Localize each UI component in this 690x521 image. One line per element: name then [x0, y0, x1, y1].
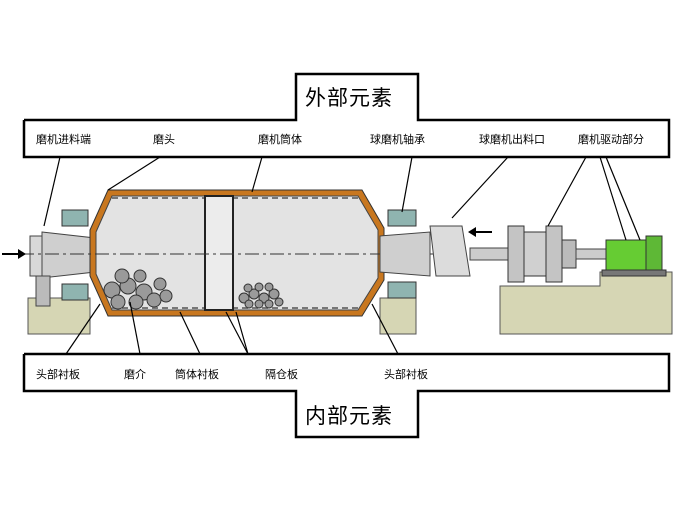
label-mill-shell: 磨机筒体	[258, 133, 302, 146]
label-grinding-media: 磨介	[124, 368, 146, 381]
inner-leader-lines	[65, 301, 399, 355]
foundation-drive	[499, 271, 673, 335]
outer-leader-lines	[43, 156, 641, 241]
label-drive: 磨机驱动部分	[578, 133, 644, 146]
label-bearing: 球磨机轴承	[370, 133, 425, 146]
motor-body	[605, 239, 647, 271]
bearing-left-top	[61, 209, 89, 227]
label-partition-board: 隔仓板	[265, 368, 298, 381]
mill-shell	[95, 195, 379, 311]
drive-shaft	[575, 248, 607, 260]
feed-arrow	[2, 249, 26, 259]
discharge-arrow	[468, 227, 492, 237]
gear-hub	[561, 239, 577, 269]
grinding-media-chamber-2	[238, 282, 284, 309]
gear-flange-3	[545, 225, 563, 283]
gear-flange-2	[523, 231, 547, 277]
label-shell-liner: 筒体衬板	[175, 368, 219, 381]
inner-frame	[22, 352, 671, 439]
label-discharge: 球磨机出料口	[479, 133, 545, 146]
pedestal-left	[35, 275, 51, 307]
partition-board	[204, 195, 234, 311]
bearing-right-top	[387, 209, 417, 227]
inner-elements-title: 内部元素	[305, 404, 393, 428]
motor-foot	[601, 269, 667, 277]
label-head-liner-left: 头部衬板	[36, 368, 80, 381]
outer-elements-title: 外部元素	[305, 86, 393, 110]
motor-end	[645, 235, 663, 275]
label-feed-end: 磨机进料端	[36, 133, 91, 146]
bearing-right-bottom	[387, 281, 417, 299]
label-head-liner-right: 头部衬板	[384, 368, 428, 381]
feed-trunnion-left	[41, 231, 96, 279]
bearing-left-bottom	[61, 283, 89, 301]
label-mill-head: 磨头	[153, 133, 175, 146]
gear-flange-1	[507, 225, 525, 283]
outer-frame	[22, 72, 671, 159]
discharge-chute	[429, 225, 471, 277]
grinding-media-chamber-1	[103, 268, 173, 310]
shaft	[469, 247, 511, 261]
discharge-trunnion	[379, 231, 431, 277]
